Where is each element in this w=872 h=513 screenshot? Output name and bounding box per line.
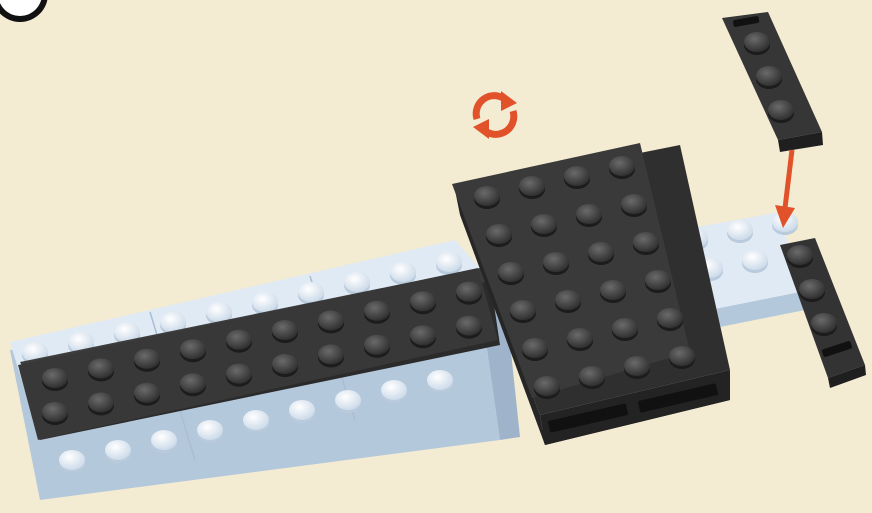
dark-stud [88, 392, 114, 415]
dark-stud [633, 232, 659, 255]
dark-stud [669, 346, 695, 369]
light-stud [727, 220, 753, 243]
dark-stud [534, 376, 560, 399]
dark-stud [134, 349, 160, 372]
dark-stud [272, 320, 298, 343]
dark-stud [811, 313, 837, 336]
step-badge [0, 0, 48, 22]
dark-stud [318, 310, 344, 333]
dark-stud [510, 300, 536, 323]
light-stud [335, 390, 361, 413]
dark-stud [318, 344, 344, 367]
dark-stud [744, 32, 770, 55]
dark-stud [519, 176, 545, 199]
dark-stud [600, 280, 626, 303]
dark-stud [543, 252, 569, 275]
dark-stud [624, 356, 650, 379]
dark-stud [498, 262, 524, 285]
light-stud [59, 450, 85, 473]
dark-stud [42, 368, 68, 391]
dark-stud [612, 318, 638, 341]
dark-stud [486, 224, 512, 247]
dark-stud [609, 156, 635, 179]
dark-stud [645, 270, 671, 293]
light-stud [742, 250, 768, 273]
dark-stud [272, 354, 298, 377]
light-stud [197, 420, 223, 443]
dark-stud [88, 358, 114, 381]
dark-stud [180, 373, 206, 396]
light-stud [381, 380, 407, 403]
light-stud [105, 440, 131, 463]
dark-stud [768, 100, 794, 123]
dark-stud [522, 338, 548, 361]
light-stud [289, 400, 315, 423]
light-stud [151, 430, 177, 453]
dark-stud [456, 282, 482, 305]
dark-stud [134, 383, 160, 406]
dark-stud [756, 66, 782, 89]
dark-stud [555, 290, 581, 313]
dark-stud [621, 194, 647, 217]
dark-stud [531, 214, 557, 237]
dark-stud [180, 339, 206, 362]
light-stud [390, 262, 416, 285]
dark-stud [410, 291, 436, 314]
dark-stud [576, 204, 602, 227]
dark-stud [564, 166, 590, 189]
dark-stud [364, 335, 390, 358]
dark-stud [42, 402, 68, 425]
light-stud [243, 410, 269, 433]
dark-stud [226, 364, 252, 387]
dark-stud [474, 186, 500, 209]
dark-stud [364, 301, 390, 324]
rotate-arrows-icon [473, 91, 517, 139]
dark-stud [226, 330, 252, 353]
dark-stud [799, 279, 825, 302]
dark-stud [588, 242, 614, 265]
dark-stud [657, 308, 683, 331]
light-stud [427, 370, 453, 393]
dark-stud [787, 245, 813, 268]
light-stud [436, 252, 462, 275]
dark-stud [456, 316, 482, 339]
dark-stud [410, 325, 436, 348]
dark-stud [567, 328, 593, 351]
dark-stud [579, 366, 605, 389]
